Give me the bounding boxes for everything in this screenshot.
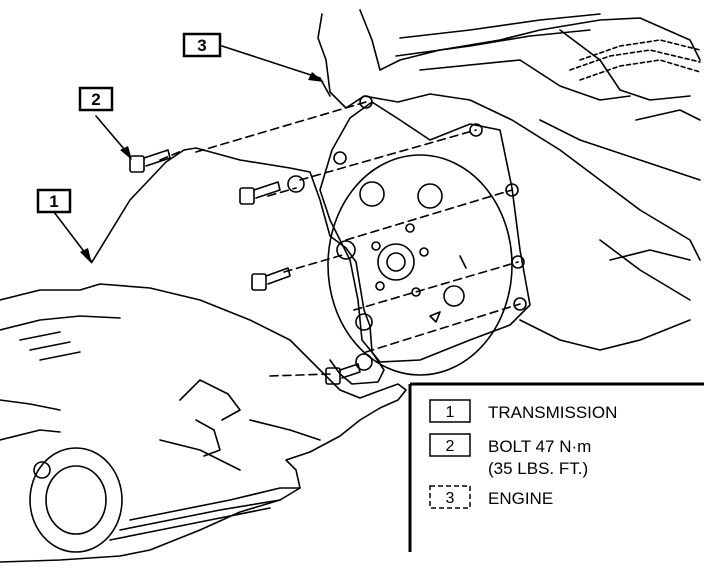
legend-item-1-text: TRANSMISSION (488, 403, 617, 422)
legend-item-bolt: 2 BOLT 47 N·m (35 LBS. FT.) (429, 433, 591, 478)
alignment-lines (159, 101, 521, 377)
legend-item-1-number: 1 (446, 404, 455, 421)
bolt-2 (239, 181, 281, 205)
legend-item-3-text: ENGINE (488, 489, 553, 508)
callout-1: 1 (36, 188, 72, 214)
callout-2-label: 2 (91, 90, 100, 109)
flexplate-drawing (319, 101, 531, 376)
engine-drawing (317, 9, 701, 351)
callout-1-label: 1 (49, 192, 58, 211)
legend-item-2-text-line1: BOLT 47 N·m (488, 437, 591, 456)
bolt-drawings (129, 149, 361, 385)
callout-leaders (53, 45, 331, 263)
callout-2: 2 (78, 86, 114, 112)
legend-box: 1 TRANSMISSION 2 BOLT 47 N·m (35 LBS. FT… (408, 382, 704, 552)
callout-3-label: 3 (197, 36, 206, 55)
legend-item-engine: 3 ENGINE (429, 485, 553, 509)
callout-arrowheads (80, 72, 324, 264)
bolt-3 (251, 267, 291, 291)
bolt-1 (129, 149, 171, 173)
transmission-drawing (0, 283, 407, 563)
legend-item-2-number: 2 (446, 438, 455, 455)
legend-item-transmission: 1 TRANSMISSION (429, 399, 617, 423)
adapter-plate-drawing (183, 95, 527, 385)
callout-3: 3 (182, 32, 222, 58)
legend-item-3-number: 3 (446, 490, 455, 507)
legend-item-2-text-line2: (35 LBS. FT.) (488, 459, 588, 478)
